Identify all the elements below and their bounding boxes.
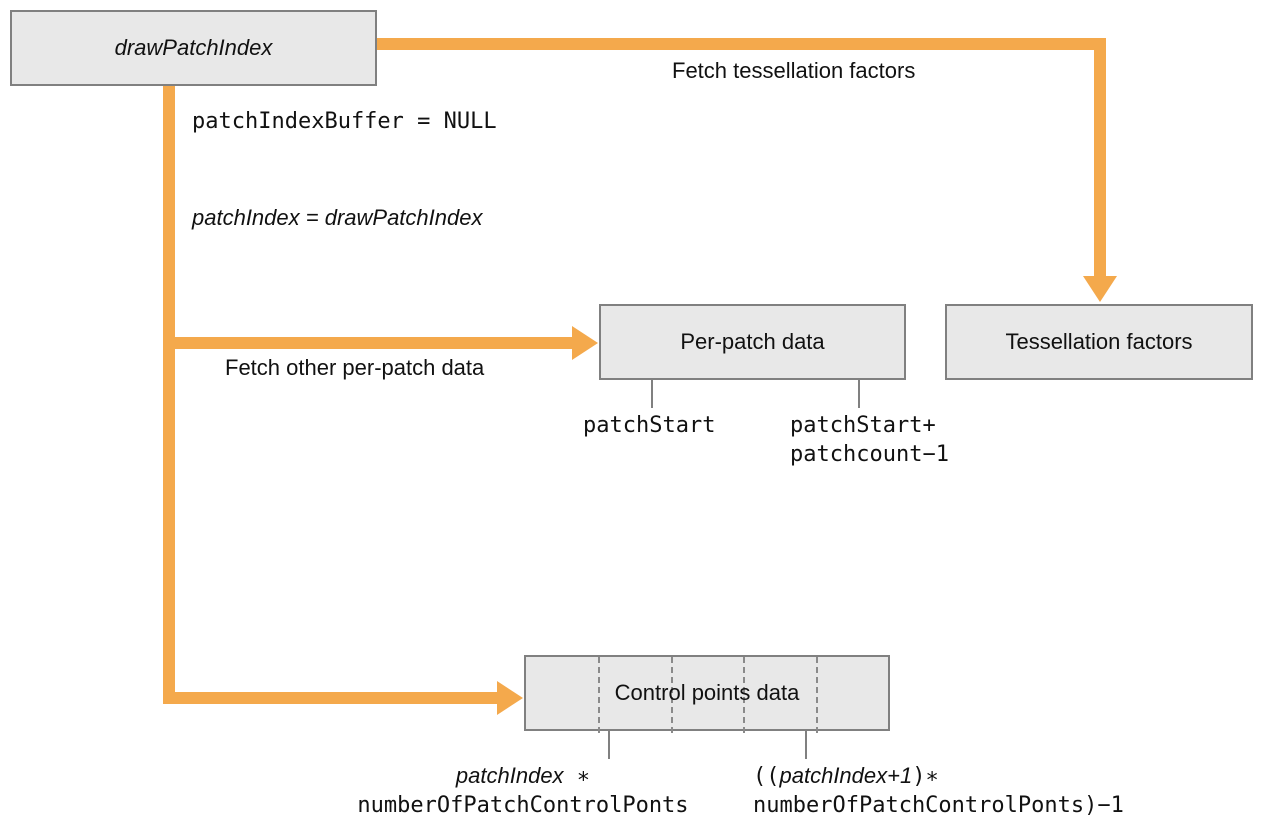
node-tessellation-factors[interactable]: Tessellation factors	[945, 304, 1253, 380]
per-patch-end-label: patchStart+ patchcount−1	[790, 412, 949, 469]
control-points-start-operator: ∗	[563, 764, 591, 789]
edge-tessellation-horizontal-segment	[370, 38, 1106, 50]
node-per-patch-data-label: Per-patch data	[680, 329, 825, 354]
node-control-points-data[interactable]: Control points data	[524, 655, 890, 733]
control-points-start-label-line-1: patchIndex ∗	[310, 762, 736, 792]
node-per-patch-data[interactable]: Per-patch data	[599, 304, 906, 380]
edge-per-patch-arrowhead	[572, 326, 598, 360]
control-points-end-tick	[805, 731, 807, 759]
edge-trunk-vertical-segment	[163, 84, 175, 704]
node-control-points-data-label: Control points data	[614, 680, 800, 705]
node-tessellation-factors-label: Tessellation factors	[1005, 329, 1193, 354]
annotation-patch-index-buffer: patchIndexBuffer = NULL	[192, 109, 497, 134]
control-points-divider-2	[671, 657, 673, 733]
control-points-end-prefix: ((	[753, 764, 780, 789]
edge-control-points-arrowhead	[497, 681, 523, 715]
node-draw-patch-index[interactable]: drawPatchIndex	[10, 10, 377, 86]
per-patch-end-tick	[858, 380, 860, 408]
control-points-start-label-line-2: numberOfPatchControlPonts	[357, 792, 689, 818]
control-points-end-suffix: )∗	[912, 764, 939, 789]
control-points-end-label-line-1: ((patchIndex+1)∗	[753, 762, 1124, 792]
edge-per-patch-horizontal-segment	[163, 337, 575, 349]
edge-control-points-horizontal-segment	[163, 692, 500, 704]
control-points-start-tick	[608, 731, 610, 759]
edge-label-fetch-other-per-patch-data: Fetch other per-patch data	[225, 355, 485, 380]
control-points-divider-4	[816, 657, 818, 733]
control-points-end-italic-part: patchIndex+1	[779, 763, 913, 788]
control-points-start-label: patchIndex ∗ numberOfPatchControlPonts	[310, 762, 736, 820]
edge-tessellation-arrowhead	[1083, 276, 1117, 302]
annotation-patch-index-assignment: patchIndex = drawPatchIndex	[192, 205, 483, 230]
control-points-divider-3	[743, 657, 745, 733]
control-points-start-italic-part: patchIndex	[455, 763, 564, 788]
per-patch-start-tick	[651, 380, 653, 408]
per-patch-start-label: patchStart	[583, 413, 716, 438]
control-points-end-label-line-2: numberOfPatchControlPonts)−1	[753, 792, 1124, 818]
edge-label-fetch-tessellation-factors: Fetch tessellation factors	[672, 58, 916, 83]
per-patch-end-label-line-1: patchStart+	[790, 413, 936, 438]
control-points-divider-1	[598, 657, 600, 733]
per-patch-end-label-line-2: patchcount−1	[790, 441, 949, 467]
node-draw-patch-index-label: drawPatchIndex	[114, 35, 273, 60]
control-points-end-label: ((patchIndex+1)∗ numberOfPatchControlPon…	[753, 762, 1124, 820]
edge-tessellation-vertical-segment	[1094, 38, 1106, 276]
